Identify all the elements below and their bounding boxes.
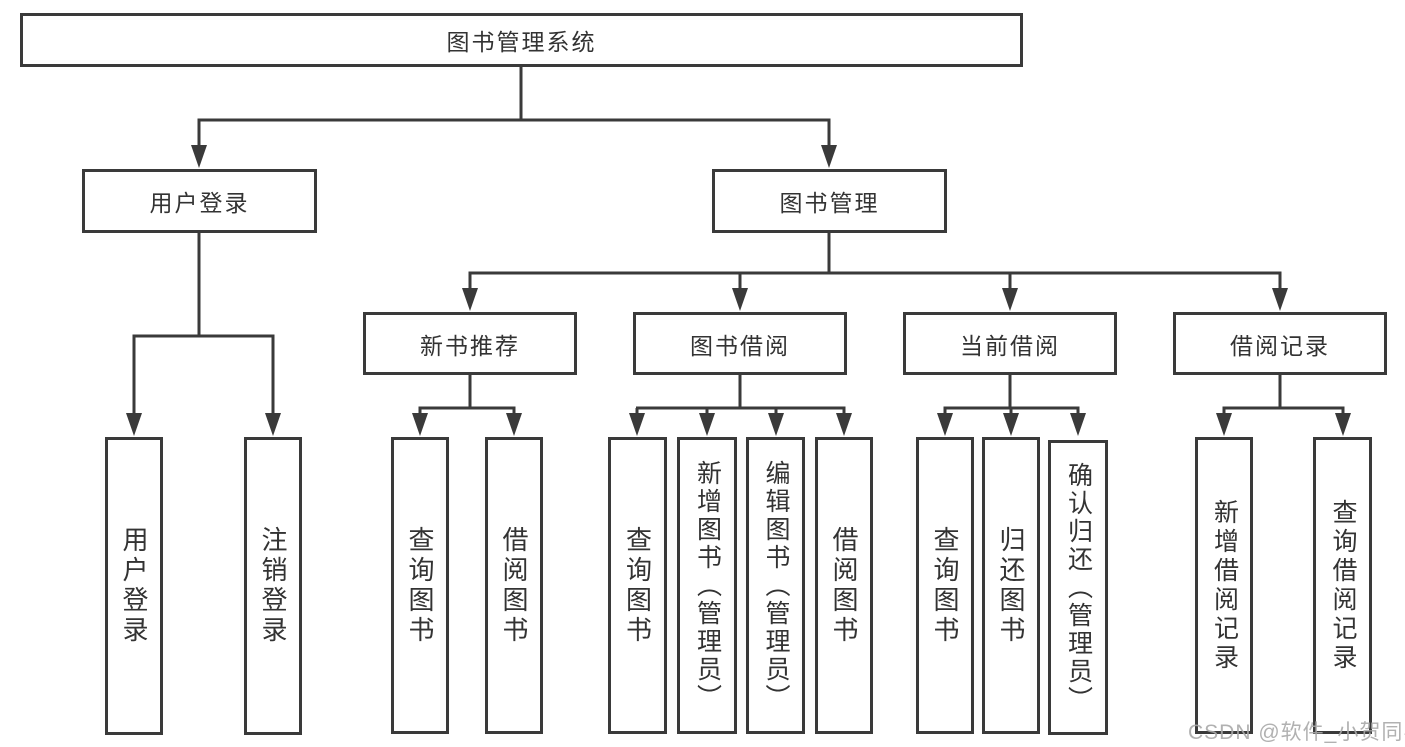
node-root-library-system: 图书管理系统 xyxy=(20,13,1023,67)
leaf-return-book: 归还图书 xyxy=(982,437,1040,734)
leaf-edit-book-admin: 编辑图书（管理员） xyxy=(746,437,805,734)
csdn-watermark: CSDN @软件_小贺同学 xyxy=(1188,721,1405,744)
node-borrow-records: 借阅记录 xyxy=(1173,312,1387,375)
leaf-borrow-books-1: 借阅图书 xyxy=(485,437,543,734)
leaf-query-books-3: 查询图书 xyxy=(916,437,974,734)
node-new-book-recommend: 新书推荐 xyxy=(363,312,577,375)
leaf-borrow-books-2: 借阅图书 xyxy=(815,437,873,734)
node-book-management: 图书管理 xyxy=(712,169,947,233)
node-current-borrow: 当前借阅 xyxy=(903,312,1117,375)
leaf-query-books-1: 查询图书 xyxy=(391,437,449,734)
leaf-confirm-return-admin: 确认归还（管理员） xyxy=(1048,440,1108,735)
node-user-login: 用户登录 xyxy=(82,169,317,233)
leaf-add-borrow-record: 新增借阅记录 xyxy=(1195,437,1253,734)
leaf-add-book-admin: 新增图书（管理员） xyxy=(677,437,737,734)
leaf-user-login: 用户登录 xyxy=(105,437,163,735)
leaf-logout: 注销登录 xyxy=(244,437,302,735)
node-book-borrow: 图书借阅 xyxy=(633,312,847,375)
leaf-query-books-2: 查询图书 xyxy=(608,437,667,734)
leaf-query-borrow-record: 查询借阅记录 xyxy=(1313,437,1372,734)
